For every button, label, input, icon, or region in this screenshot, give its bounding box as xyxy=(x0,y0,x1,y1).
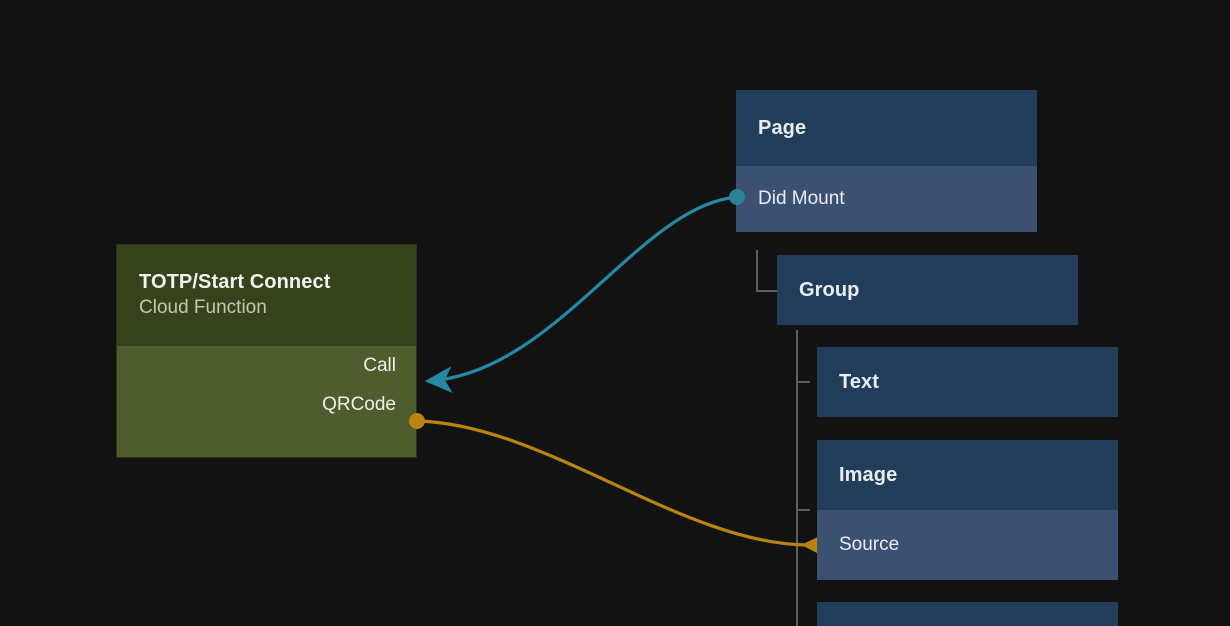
node-text[interactable]: Text xyxy=(817,347,1118,417)
node-title: Page xyxy=(758,116,807,139)
tree-line-page-to-group-vertical xyxy=(756,250,758,292)
edge-qrcode-to-source xyxy=(416,419,829,559)
node-header[interactable]: Text xyxy=(817,347,1118,417)
port-dot-qrcode[interactable] xyxy=(409,413,425,429)
node-header[interactable]: Page xyxy=(736,90,1037,166)
node-title: Image xyxy=(839,463,898,486)
tree-line-group-children-vertical xyxy=(796,330,798,626)
node-group[interactable]: Group xyxy=(777,255,1078,325)
node-header[interactable]: Image xyxy=(817,440,1118,510)
port-label-did-mount: Did Mount xyxy=(758,188,845,209)
node-page[interactable]: Page Did Mount xyxy=(736,90,1037,232)
port-row-source[interactable]: Source xyxy=(817,510,1118,580)
port-row-call[interactable]: Call xyxy=(117,346,416,386)
node-title: TOTP/Start Connect xyxy=(139,271,331,294)
edge-did-mount-to-call xyxy=(424,195,738,394)
port-label-qrcode: QRCode xyxy=(322,394,396,415)
node-title: Text xyxy=(839,370,880,393)
port-row-qrcode[interactable]: QRCode xyxy=(117,386,416,457)
node-subtitle: Cloud Function xyxy=(139,297,267,319)
tree-line-group-to-image xyxy=(796,509,810,511)
port-dot-did-mount[interactable] xyxy=(729,189,745,205)
node-header[interactable]: TOTP/Start Connect Cloud Function xyxy=(117,245,416,346)
node-totp-start-connect[interactable]: TOTP/Start Connect Cloud Function Call Q… xyxy=(116,244,417,458)
node-title: Group xyxy=(799,278,860,301)
node-header[interactable]: Group xyxy=(777,255,1078,325)
port-label-source: Source xyxy=(839,534,900,555)
node-image[interactable]: Image Source xyxy=(817,440,1118,580)
port-label-call: Call xyxy=(363,355,396,376)
port-row-did-mount[interactable]: Did Mount xyxy=(736,166,1037,232)
tree-line-group-to-text xyxy=(796,381,810,383)
node-header[interactable] xyxy=(817,602,1118,626)
tree-line-page-to-group-horizontal xyxy=(756,290,778,292)
node-partial-offscreen[interactable] xyxy=(817,602,1118,626)
